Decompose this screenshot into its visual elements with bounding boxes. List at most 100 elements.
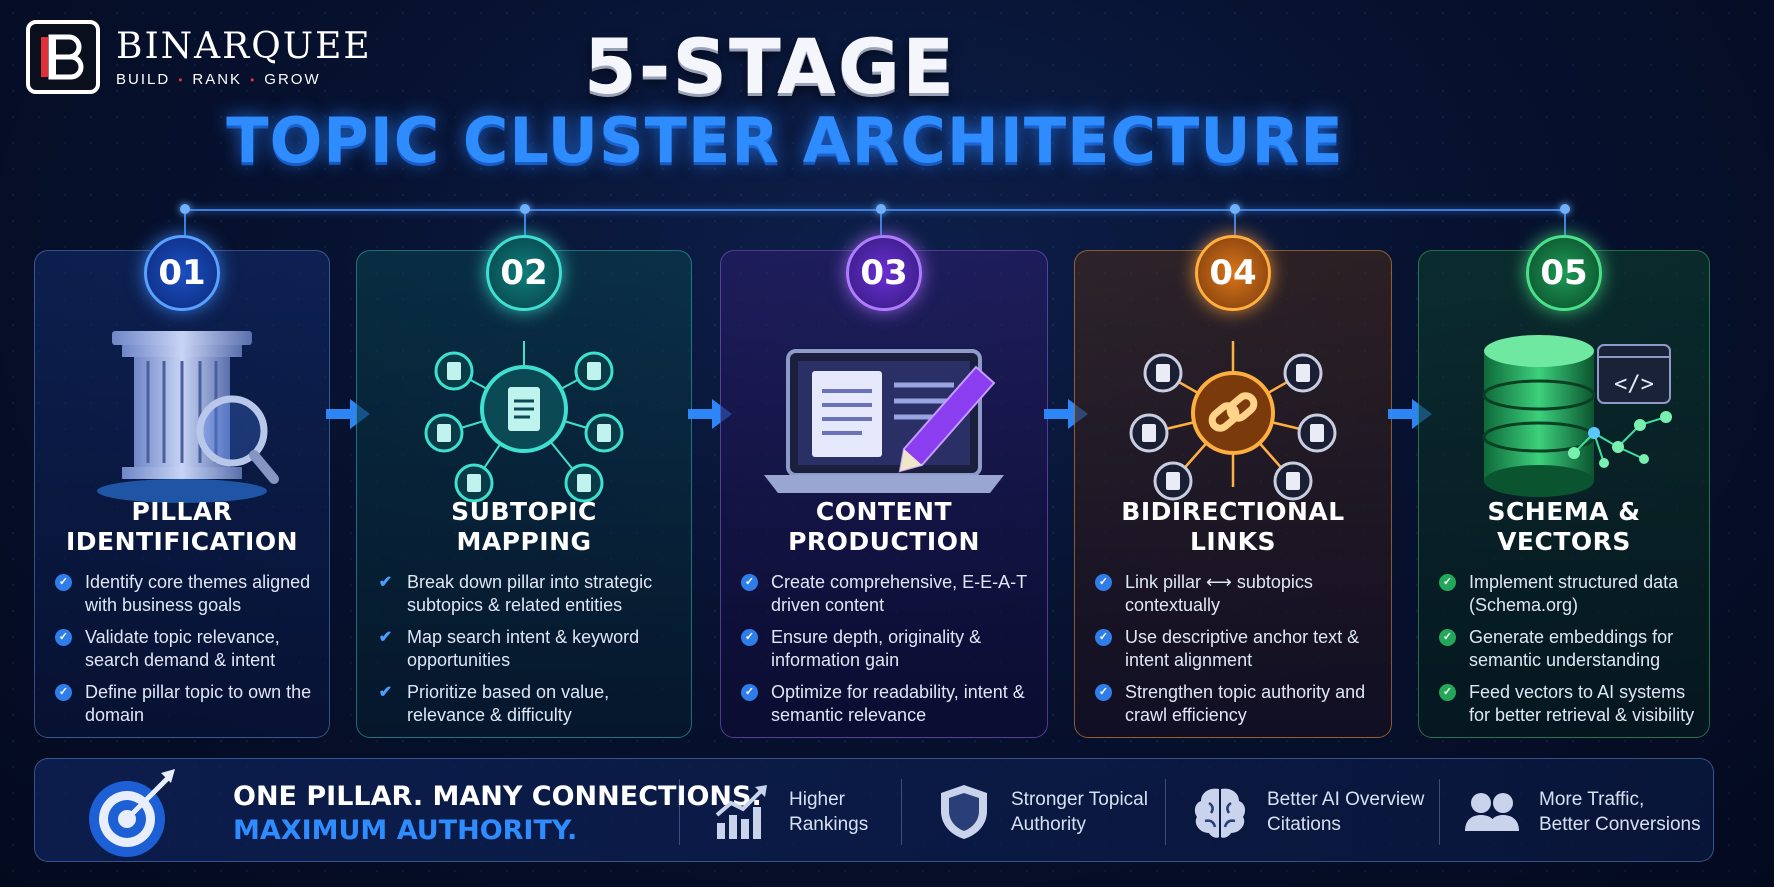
footer-banner: ONE PILLAR. MANY CONNECTIONS. MAXIMUM AU… [34, 758, 1714, 862]
bullet-text: Feed vectors to AI systems for better re… [1469, 682, 1695, 725]
stage-number-badge: 04 [1195, 235, 1271, 311]
stage-title-line: PRODUCTION [788, 527, 980, 556]
list-item: ✓ Create comprehensive, E-E-A-T driven co… [741, 571, 1037, 617]
divider [679, 779, 680, 845]
bullet-text: Link pillar ⟷ subtopics contextually [1125, 572, 1313, 615]
stage-title: PILLAR IDENTIFICATION [35, 497, 329, 557]
divider [1439, 779, 1440, 845]
bullet-text: Break down pillar into strategic subtopi… [407, 572, 653, 615]
list-item: ✓ Define pillar topic to own the domain [55, 681, 319, 727]
stage-title-line: LINKS [1189, 527, 1277, 556]
stage-title-line: VECTORS [1497, 527, 1631, 556]
stage-card-5: 05 </> [1418, 235, 1710, 738]
bullet-text: Map search intent & keyword opportunitie… [407, 627, 640, 670]
list-item: ✓ Use descriptive anchor text & intent al… [1095, 626, 1381, 672]
bullet-text: Generate embeddings for semantic underst… [1469, 627, 1674, 670]
stage-card-2: 02 SUBTOPIC MAPPING [356, 235, 692, 738]
benefit-text: Citations [1267, 814, 1341, 835]
target-arrow-icon [89, 769, 175, 857]
check-icon: ✔ [378, 574, 393, 591]
connector-node [876, 204, 886, 235]
benefit-text: More Traffic, [1539, 789, 1645, 810]
stage-title-line: IDENTIFICATION [65, 527, 299, 556]
check-icon: ✓ [1439, 574, 1456, 591]
benefit-text: Stronger Topical [1011, 789, 1148, 810]
stage-title: SCHEMA & VECTORS [1419, 497, 1709, 557]
tagline-build: BUILD [116, 71, 171, 88]
check-icon: ✓ [741, 574, 758, 591]
database-code-icon: </> [1482, 335, 1672, 497]
stage-number-badge: 02 [486, 235, 562, 311]
logo-mark-icon [26, 20, 100, 94]
list-item: ✓Feed vectors to AI systems for better r… [1439, 681, 1699, 727]
check-icon: ✓ [741, 684, 758, 701]
check-icon: ✓ [55, 574, 72, 591]
bullet-text: Create comprehensive, E-E-A-T driven con… [771, 572, 1027, 615]
stage-bullets: ✓Implement structured data (Schema.org) … [1439, 571, 1699, 736]
check-icon: ✓ [741, 629, 758, 646]
benefit-text: Authority [1011, 814, 1086, 835]
laptop-pencil-icon [764, 349, 1004, 493]
stage-title-line: MAPPING [456, 527, 592, 556]
benefit-text: Better Conversions [1539, 814, 1701, 835]
list-item: ✔Prioritize based on value, relevance & … [377, 681, 681, 727]
bullet-text: Optimize for readability, intent & seman… [771, 682, 1025, 725]
check-icon: ✔ [378, 684, 393, 701]
stage-title-line: SUBTOPIC [451, 497, 597, 526]
benefit-text: Higher [789, 789, 845, 810]
bullet-text: Use descriptive anchor text & intent ali… [1125, 627, 1360, 670]
brain-icon [1194, 788, 1246, 838]
stage-title: CONTENT PRODUCTION [721, 497, 1047, 557]
stage-title-line: PILLAR [131, 497, 233, 526]
tagline-dot: • [178, 72, 185, 87]
brand-tagline: BUILD • RANK • GROW [116, 71, 372, 88]
divider [1165, 779, 1166, 845]
stage-number-badge: 01 [144, 235, 220, 311]
connector-node [1230, 204, 1240, 235]
list-item: ✓ Ensure depth, originality & information… [741, 626, 1037, 672]
list-item: ✓Identify core themes aligned with busin… [55, 571, 319, 617]
stage-number-badge: 05 [1526, 235, 1602, 311]
stage-card-1: 01 PILLAR IDENTIFICATION ✓Identify core [34, 235, 330, 738]
connector-node [1560, 204, 1570, 235]
stage-bullets: ✓ Create comprehensive, E-E-A-T driven co… [741, 571, 1037, 736]
title-line-1: 5-STAGE [583, 22, 957, 111]
tagline-grow: GROW [264, 71, 321, 88]
users-icon [1465, 793, 1519, 831]
bullet-text: Implement structured data (Schema.org) [1469, 572, 1679, 615]
brand-logo: BINARQUEE BUILD • RANK • GROW [26, 20, 372, 94]
list-item: ✓ Link pillar ⟷ subtopics contextually [1095, 571, 1381, 617]
stage-title-line: CONTENT [815, 497, 953, 526]
stage-title: SUBTOPIC MAPPING [357, 497, 691, 557]
list-item: ✔Map search intent & keyword opportuniti… [377, 626, 681, 672]
stage-title: BIDIRECTIONAL LINKS [1075, 497, 1391, 557]
stage-card-4: 04 BID [1074, 235, 1392, 738]
check-icon: ✓ [1095, 684, 1112, 701]
bullet-text: Strengthen topic authority and crawl eff… [1125, 682, 1366, 725]
stage-card-3: 03 CONTENT PRODUCTION ✓Create comprehens… [720, 235, 1048, 738]
svg-text:</>: </> [1614, 372, 1654, 397]
stage-bullets: ✓ Link pillar ⟷ subtopics contextually ✓ U… [1095, 571, 1381, 736]
check-icon: ✓ [55, 684, 72, 701]
benefit-traffic: More Traffic, Better Conversions [1461, 779, 1701, 845]
bullet-text: Validate topic relevance, search demand … [85, 627, 280, 670]
tagline-rank: RANK [192, 71, 243, 88]
check-icon: ✓ [1095, 629, 1112, 646]
connector-node [520, 204, 530, 235]
list-item: ✓ Optimize for readability, intent & sema… [741, 681, 1037, 727]
check-icon: ✓ [55, 629, 72, 646]
stage-title-line: BIDIRECTIONAL [1121, 497, 1345, 526]
brand-name: BINARQUEE [116, 26, 372, 67]
connector-node [180, 204, 190, 235]
check-icon: ✓ [1439, 629, 1456, 646]
growth-chart-icon [715, 785, 767, 839]
check-icon: ✓ [1095, 574, 1112, 591]
list-item: ✓ Implement structured data (Schema.org) [1439, 571, 1699, 617]
bullet-text: Define pillar topic to own the domain [85, 682, 312, 725]
pillar-magnifier-icon [97, 331, 279, 503]
bullet-text: Ensure depth, originality & information … [771, 627, 982, 670]
list-item: ✔ Break down pillar into strategic subtop… [377, 571, 681, 617]
document-hub-icon [424, 341, 624, 503]
